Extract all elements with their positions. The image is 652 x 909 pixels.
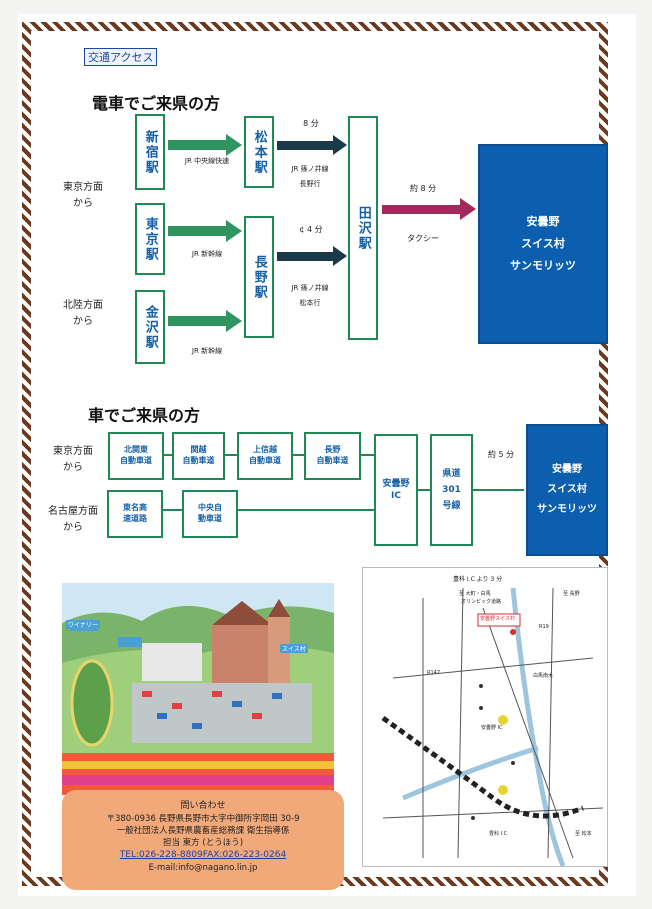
station-kanazawa: 金沢駅 bbox=[135, 290, 165, 364]
contact-person: 担当 東方 (とうほう) bbox=[162, 837, 244, 848]
road-chuo: 中央自動車道 bbox=[182, 490, 238, 538]
access-map: 豊科 I.C より 3 分 安曇野スイス村 至 大町・白馬 オリンピック道路 至… bbox=[362, 567, 608, 867]
taxi-time: 約 8 分 bbox=[409, 184, 437, 193]
station-tokyo: 東京駅 bbox=[135, 203, 165, 275]
contact-tel-fax[interactable]: TEL:026-228-8809FAX:026-223-0264 bbox=[119, 849, 287, 860]
line-shinkansen-label-2: JR 新幹線 bbox=[191, 347, 223, 355]
map-spot-label: 安曇野スイス村 bbox=[480, 616, 515, 622]
train-destination: 安曇野スイス村サンモリッツ bbox=[478, 144, 608, 344]
contact-box: 問い合わせ 〒380-0936 長野県長野市大字中御所字岡田 30-9 一般社団… bbox=[62, 790, 344, 890]
train-section-title: 電車でご来県の方 bbox=[92, 94, 221, 113]
car-connectors bbox=[163, 454, 524, 511]
station-nagano: 長野駅 bbox=[244, 216, 274, 338]
map-label-olympic: オリンピック道路 bbox=[461, 599, 502, 605]
arrow-shinkansen-kanazawa bbox=[168, 310, 242, 332]
matsumoto-time: 8 分 bbox=[303, 119, 319, 128]
map-label-azumino-ic: 安曇野 IC bbox=[481, 725, 503, 731]
car-section-title: 車でご来県の方 bbox=[88, 406, 201, 425]
matsumoto-line: JR 篠ノ井線長野行 bbox=[291, 165, 329, 189]
contact-org: 一般社団法人長野県農畜産総務課 衛生指導係 bbox=[116, 825, 290, 836]
map-label-hakuba: 白馬南木 bbox=[533, 673, 554, 679]
station-tazawa: 田沢駅 bbox=[348, 116, 378, 340]
map-label-omachi: 至 大町・白馬 bbox=[459, 591, 491, 597]
nagano-line: JR 篠ノ井線松本行 bbox=[291, 284, 329, 308]
station-matsumoto: 松本駅 bbox=[244, 116, 274, 188]
map-label-r19: R19 bbox=[539, 624, 549, 630]
car-destination: 安曇野スイス村サンモリッツ bbox=[526, 424, 608, 556]
origin-tokyo-car: 東京方面から bbox=[53, 446, 93, 473]
car-time: 約 5 分 bbox=[487, 450, 515, 459]
contact-title: 問い合わせ bbox=[180, 801, 226, 811]
line-shinkansen-label-1: JR 新幹線 bbox=[191, 250, 223, 258]
road-kitakanto: 北関東自動車道 bbox=[108, 432, 164, 480]
map-label-toyoshina: 豊科 I.C bbox=[489, 831, 508, 837]
taxi-label: タクシー bbox=[407, 234, 439, 243]
contact-email[interactable]: E-mail:info@nagano.lin.jp bbox=[148, 862, 258, 873]
road-nagano: 長野自動車道 bbox=[304, 432, 361, 480]
nagano-time: ¢ 4 分 bbox=[299, 225, 323, 234]
swiss-village-sign: スイス村 bbox=[280, 644, 308, 653]
arrow-taxi bbox=[382, 198, 476, 220]
map-drawing bbox=[381, 587, 604, 867]
map-label-nagano: 至 長野 bbox=[563, 591, 580, 597]
origin-hokuriku-train: 北陸方面から bbox=[63, 300, 103, 327]
contact-address: 〒380-0936 長野県長野市大字中御所字岡田 30-9 bbox=[106, 813, 300, 824]
winery-sign: ワイナリー bbox=[66, 620, 100, 629]
arrow-matsumoto bbox=[277, 135, 347, 155]
station-shinjuku: 新宿駅 bbox=[135, 114, 165, 190]
road-joshinetsu: 上信越自動車道 bbox=[237, 432, 293, 480]
access-tag: 交通アクセス bbox=[84, 48, 158, 66]
map-top-label: 豊科 I.C より 3 分 bbox=[453, 576, 503, 583]
road-kanetsu: 関越自動車道 bbox=[172, 432, 225, 480]
origin-nagoya-car: 名古屋方面から bbox=[48, 506, 98, 533]
origin-tokyo-train: 東京方面から bbox=[63, 182, 103, 209]
line-chuo-label: JR 中央線快速 bbox=[184, 157, 230, 165]
arrow-shinkansen-tokyo bbox=[168, 220, 242, 242]
arrow-chuo bbox=[168, 134, 242, 156]
resort-illustration bbox=[62, 583, 334, 795]
map-label-r147: R147 bbox=[427, 670, 441, 676]
arrow-nagano bbox=[277, 246, 347, 266]
road-tomei: 東名高速道路 bbox=[107, 490, 163, 538]
map-label-matsumoto: 至 松本 bbox=[575, 831, 592, 837]
